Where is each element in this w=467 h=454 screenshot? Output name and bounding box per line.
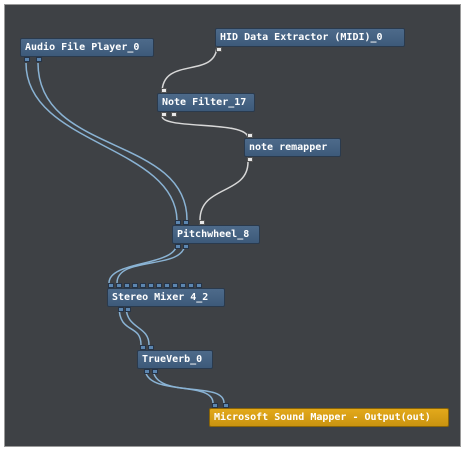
- input-pin[interactable]: [172, 283, 178, 288]
- node-label: note remapper: [249, 142, 328, 153]
- input-pin[interactable]: [164, 283, 170, 288]
- output-pin[interactable]: [175, 244, 181, 249]
- node-stereo-mixer[interactable]: Stereo Mixer 4_2: [107, 283, 225, 312]
- node-note-remapper[interactable]: note remapper: [244, 133, 341, 162]
- input-pin[interactable]: [247, 133, 253, 138]
- audio-wire[interactable]: [116, 242, 186, 284]
- input-pin[interactable]: [140, 345, 146, 350]
- node-label: TrueVerb_0: [142, 354, 203, 365]
- node-hid-data-extractor[interactable]: HID Data Extractor (MIDI)_0: [215, 28, 405, 52]
- audio-wire[interactable]: [37, 62, 188, 221]
- midi-wire[interactable]: [161, 44, 218, 94]
- input-pin[interactable]: [180, 283, 186, 288]
- output-pin[interactable]: [144, 369, 150, 374]
- node-label: Note Filter_17: [162, 97, 247, 108]
- input-pin[interactable]: [196, 283, 202, 288]
- output-pin[interactable]: [118, 307, 124, 312]
- input-pin[interactable]: [188, 283, 194, 288]
- patch-canvas[interactable]: Audio File Player_0 HID Data Extractor (…: [4, 4, 461, 447]
- input-pin[interactable]: [148, 345, 154, 350]
- audio-wire[interactable]: [25, 62, 178, 221]
- input-pin[interactable]: [156, 283, 162, 288]
- output-pin[interactable]: [183, 244, 189, 249]
- input-pin[interactable]: [212, 403, 218, 408]
- output-pin[interactable]: [125, 307, 131, 312]
- input-pin[interactable]: [132, 283, 138, 288]
- input-pin[interactable]: [175, 220, 181, 225]
- node-label: Stereo Mixer 4_2: [112, 292, 209, 303]
- node-label: Microsoft Sound Mapper - Output(out): [214, 412, 431, 423]
- output-pin[interactable]: [24, 57, 30, 62]
- output-pin[interactable]: [247, 157, 253, 162]
- input-pin[interactable]: [183, 220, 189, 225]
- output-pin[interactable]: [36, 57, 42, 62]
- input-pin[interactable]: [116, 283, 122, 288]
- output-pin[interactable]: [161, 112, 167, 117]
- audio-wire[interactable]: [118, 305, 142, 346]
- input-pin[interactable]: [148, 283, 154, 288]
- audio-wire[interactable]: [108, 242, 178, 284]
- node-pitchwheel[interactable]: Pitchwheel_8: [172, 220, 260, 249]
- input-pin[interactable]: [108, 283, 114, 288]
- node-label: Audio File Player_0: [25, 42, 140, 53]
- node-label: Pitchwheel_8: [177, 229, 250, 240]
- audio-wire[interactable]: [152, 367, 225, 404]
- midi-wire[interactable]: [161, 115, 249, 139]
- input-pin[interactable]: [140, 283, 146, 288]
- input-pin[interactable]: [124, 283, 130, 288]
- node-audio-file-player[interactable]: Audio File Player_0: [20, 38, 154, 62]
- node-sound-mapper-output[interactable]: Microsoft Sound Mapper - Output(out): [209, 403, 449, 427]
- node-trueverb[interactable]: TrueVerb_0: [137, 345, 213, 374]
- node-label: HID Data Extractor (MIDI)_0: [220, 32, 383, 43]
- input-pin[interactable]: [161, 88, 167, 93]
- input-pin[interactable]: [223, 403, 229, 408]
- midi-input-pin[interactable]: [199, 220, 205, 225]
- output-pin[interactable]: [152, 369, 158, 374]
- output-pin[interactable]: [216, 47, 222, 52]
- midi-wire[interactable]: [199, 161, 249, 221]
- node-note-filter[interactable]: Note Filter_17: [157, 88, 255, 117]
- output-pin[interactable]: [171, 112, 177, 117]
- connection-wires: [25, 44, 249, 404]
